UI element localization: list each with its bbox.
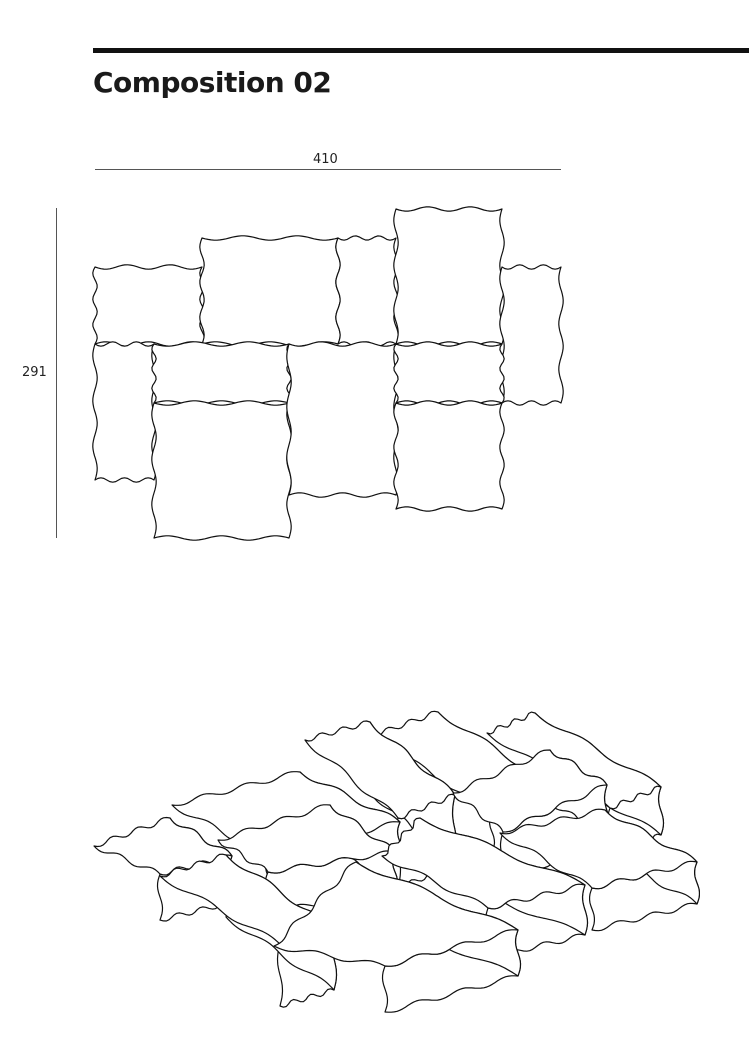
plan-panel	[499, 264, 564, 406]
iso-block-top	[381, 817, 586, 910]
page-title: Composition 02	[93, 66, 332, 99]
height-dimension-line	[56, 208, 57, 538]
width-dimension-line	[95, 169, 561, 170]
header-rule	[93, 48, 749, 53]
iso-block-top	[273, 861, 519, 967]
plan-panel	[286, 341, 399, 498]
iso-block-top	[452, 749, 608, 833]
iso-block-top	[93, 816, 233, 876]
plan-panel	[151, 400, 292, 541]
width-dimension-label: 410	[313, 152, 338, 167]
height-dimension-label: 291	[22, 365, 47, 380]
plan-panel	[393, 400, 505, 512]
iso-block-top	[499, 808, 698, 890]
